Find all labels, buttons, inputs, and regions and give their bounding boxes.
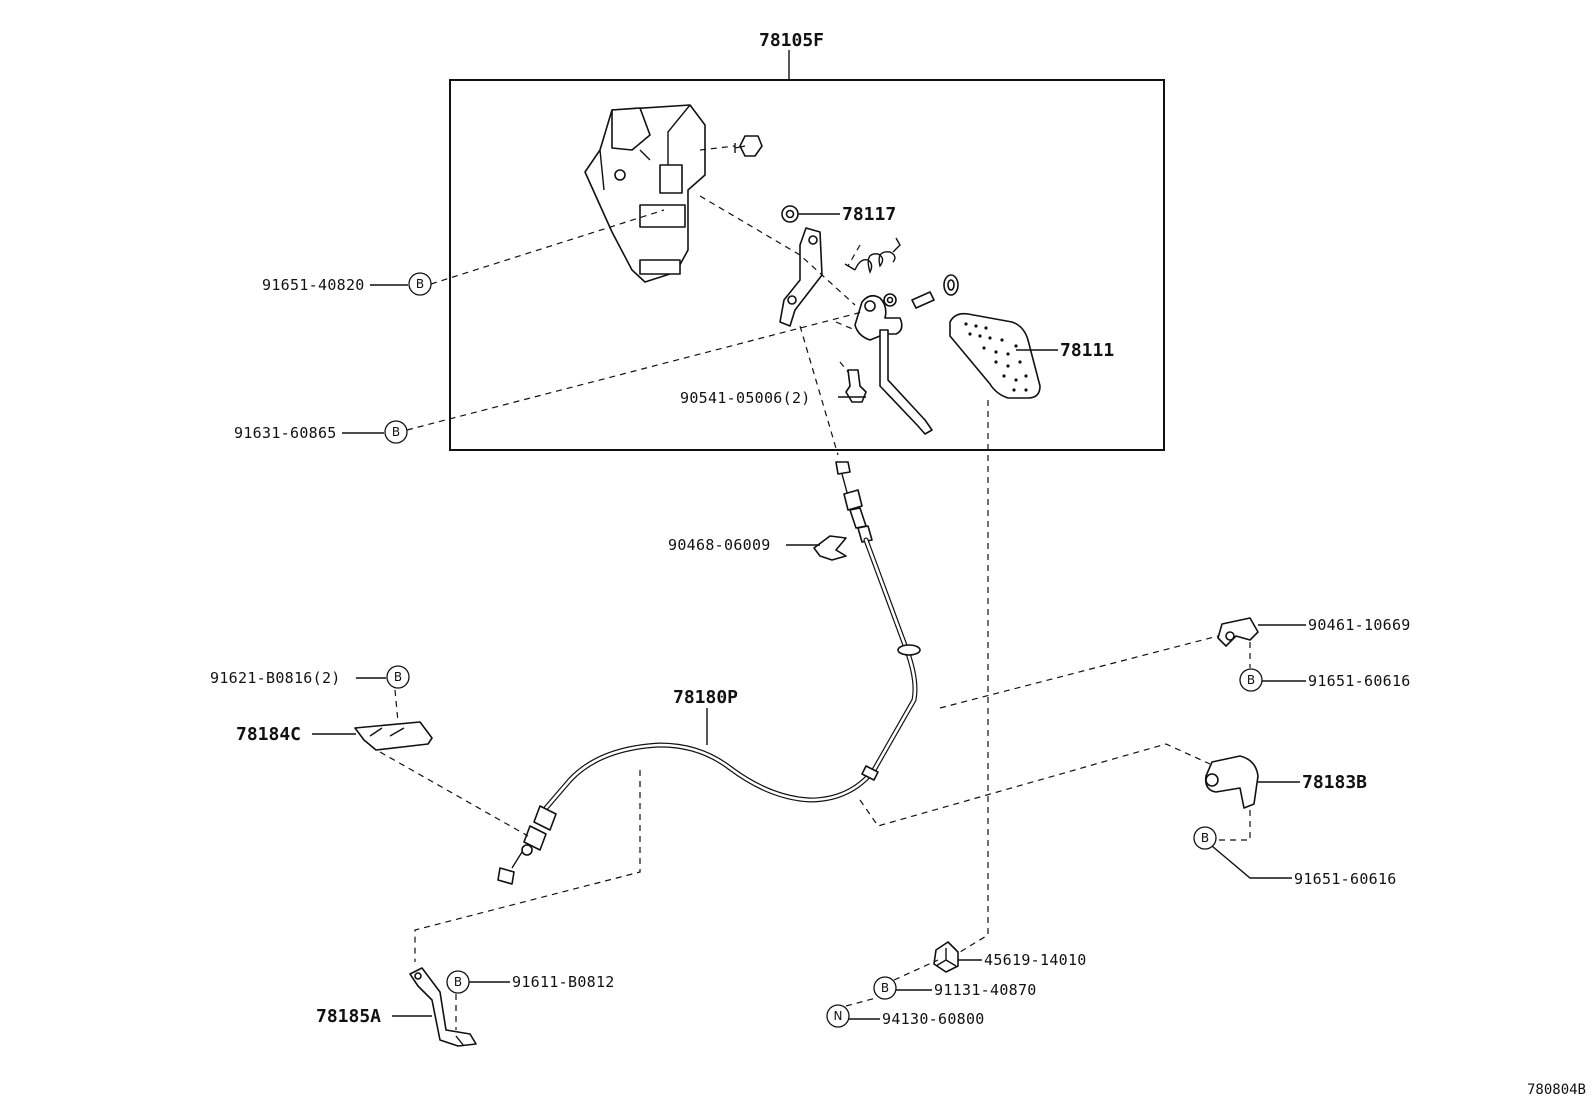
label-91651-60616-b: 91651-60616 xyxy=(1294,870,1397,888)
b-marker: B xyxy=(408,272,432,296)
callout-91611-B0812: B 91611-B0812 xyxy=(446,970,615,994)
callout-91651-60616-a: B 91651-60616 xyxy=(1239,668,1411,692)
callout-91131-40870: B 91131-40870 xyxy=(873,959,1037,1000)
bracket-78184C: 78184C xyxy=(236,689,529,837)
n-marker: N xyxy=(826,1004,850,1028)
svg-text:N: N xyxy=(834,1009,843,1023)
b-marker: B xyxy=(1239,668,1263,692)
label-91631-60865: 91631-60865 xyxy=(234,424,337,442)
svg-text:B: B xyxy=(1201,831,1209,845)
label-45619-14010: 45619-14010 xyxy=(984,951,1087,969)
b-marker: B xyxy=(384,420,408,444)
label-91131-40870: 91131-40870 xyxy=(934,981,1037,999)
washer xyxy=(943,274,959,296)
pivot-pin xyxy=(911,291,935,309)
stopper-bolt xyxy=(838,361,867,403)
label-78117: 78117 xyxy=(842,204,896,225)
svg-text:B: B xyxy=(394,670,402,684)
label-91651-60616-a: 91651-60616 xyxy=(1308,672,1411,690)
pedal-link-arm xyxy=(779,227,823,327)
callout-94130-60800: N 94130-60800 xyxy=(826,997,985,1028)
label-78105F: 78105F xyxy=(759,30,824,51)
label-78111: 78111 xyxy=(1060,340,1114,361)
svg-text:B: B xyxy=(454,975,462,989)
bracket-bolt xyxy=(699,135,763,157)
label-78184C: 78184C xyxy=(236,724,301,745)
drawing-reference: 780804B xyxy=(1527,1082,1586,1098)
label-91621-B0816: 91621-B0816(2) xyxy=(210,669,341,687)
svg-text:B: B xyxy=(1247,673,1255,687)
label-91651-40820: 91651-40820 xyxy=(262,276,365,294)
bracket-78183B: 78183B xyxy=(859,743,1367,841)
label-78183B: 78183B xyxy=(1302,772,1367,793)
return-spring xyxy=(844,237,901,274)
svg-text:B: B xyxy=(416,277,424,291)
grommet-45619-14010: 45619-14010 xyxy=(933,941,1087,973)
b-marker: B xyxy=(446,970,470,994)
nut-78117: 78117 xyxy=(781,204,896,225)
label-91611-B0812: 91611-B0812 xyxy=(512,973,615,991)
callout-91631-60865: 91631-60865 B xyxy=(234,311,863,444)
svg-text:B: B xyxy=(881,981,889,995)
b-marker: B xyxy=(1193,826,1217,850)
label-90541-05006: 90541-05006(2) xyxy=(680,389,811,407)
pedal-pad-78111: 78111 xyxy=(949,312,1114,399)
label-78180P: 78180P xyxy=(673,687,738,708)
pedal-arm xyxy=(854,293,933,435)
bracket-78185A: 78185A xyxy=(316,770,641,1047)
callout-91651-60616-b: B 91651-60616 xyxy=(1193,826,1397,888)
pedal-bracket xyxy=(584,104,706,283)
callout-91621-B0816: 91621-B0816(2) B xyxy=(210,665,410,689)
label-90461-10669: 90461-10669 xyxy=(1308,616,1411,634)
assembly-78105F: 78105F xyxy=(449,30,1165,451)
b-marker: B xyxy=(873,976,897,1000)
accelerator-cable-78180P: 78180P xyxy=(497,461,921,885)
b-marker: B xyxy=(386,665,410,689)
callout-91651-40820: 91651-40820 B xyxy=(262,209,665,296)
label-78185A: 78185A xyxy=(316,1006,381,1027)
clamp-90461-10669: 90461-10669 xyxy=(939,616,1411,709)
clip-90468-06009: 90468-06009 xyxy=(668,535,847,561)
label-90468-06009: 90468-06009 xyxy=(668,536,771,554)
svg-text:B: B xyxy=(392,425,400,439)
label-94130-60800: 94130-60800 xyxy=(882,1010,985,1028)
